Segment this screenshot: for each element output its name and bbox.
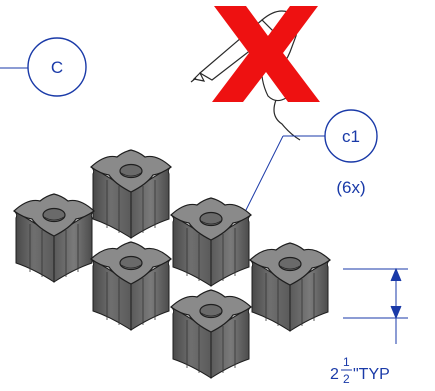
height-dimension xyxy=(343,267,408,344)
callout-c-label: C xyxy=(51,58,63,77)
dimension-whole: 2 xyxy=(330,366,339,383)
foam-block xyxy=(170,289,252,379)
foam-block xyxy=(90,149,172,239)
foam-block xyxy=(170,197,252,287)
dimension-denominator: 2 xyxy=(343,372,350,386)
red-x-icon xyxy=(212,6,320,102)
foam-block xyxy=(13,193,95,283)
callout-c-circle xyxy=(27,37,87,97)
callout-c1-quantity: (6x) xyxy=(336,178,365,197)
dimension-suffix: "TYP xyxy=(353,366,390,383)
callout-c1-circle xyxy=(324,109,378,163)
foam-block xyxy=(249,242,331,332)
dimension-numerator: 1 xyxy=(343,355,350,369)
foam-block xyxy=(90,241,172,331)
callout-c1-label: c1 xyxy=(342,127,360,146)
